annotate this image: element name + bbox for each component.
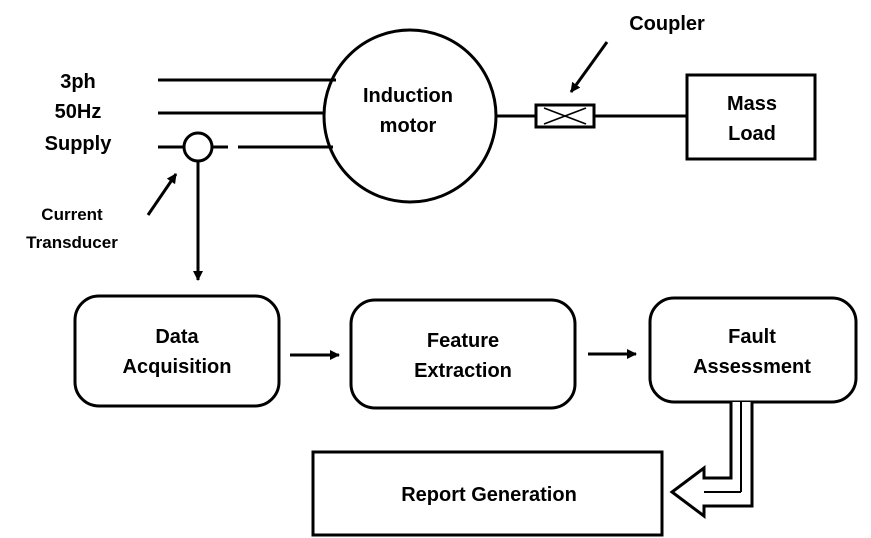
assessment-line-1: Fault — [728, 326, 776, 348]
supply-line-2: 50Hz — [55, 101, 102, 123]
report-generation-box: Report Generation — [311, 450, 664, 537]
acquisition-line-1: Data — [155, 326, 199, 348]
supply-line-1: 3ph — [60, 71, 96, 93]
load-line-2: Load — [728, 123, 776, 145]
coupler-pointer-arrow — [569, 41, 609, 93]
current-transducer-icon — [182, 131, 214, 163]
motor-line-2: motor — [380, 115, 437, 137]
extraction-line-1: Feature — [427, 330, 499, 352]
transducer-label: Current Transducer — [26, 205, 118, 252]
three-phase-lines — [158, 78, 336, 149]
supply-label: 3ph 50Hz Supply — [45, 71, 113, 155]
transducer-pointer-arrow — [146, 173, 178, 216]
coupler-label: Coupler — [629, 13, 705, 35]
transducer-line-2: Transducer — [26, 233, 118, 252]
report-label: Report Generation — [401, 484, 577, 506]
assessment-line-2: Assessment — [693, 356, 811, 378]
transducer-line-1: Current — [41, 205, 103, 224]
fault-assessment-box: Fault Assessment — [648, 296, 858, 404]
assessment-to-report-arrow — [669, 402, 754, 519]
extraction-line-2: Extraction — [414, 360, 512, 382]
motor-line-1: Induction — [363, 85, 453, 107]
coupler-icon — [534, 103, 596, 129]
feature-extraction-box: Feature Extraction — [349, 298, 577, 410]
load-line-1: Mass — [727, 93, 777, 115]
mass-load-box — [685, 73, 817, 161]
supply-line-3: Supply — [45, 133, 113, 155]
data-acquisition-box: Data Acquisition — [73, 294, 281, 408]
acquisition-line-2: Acquisition — [123, 356, 232, 378]
